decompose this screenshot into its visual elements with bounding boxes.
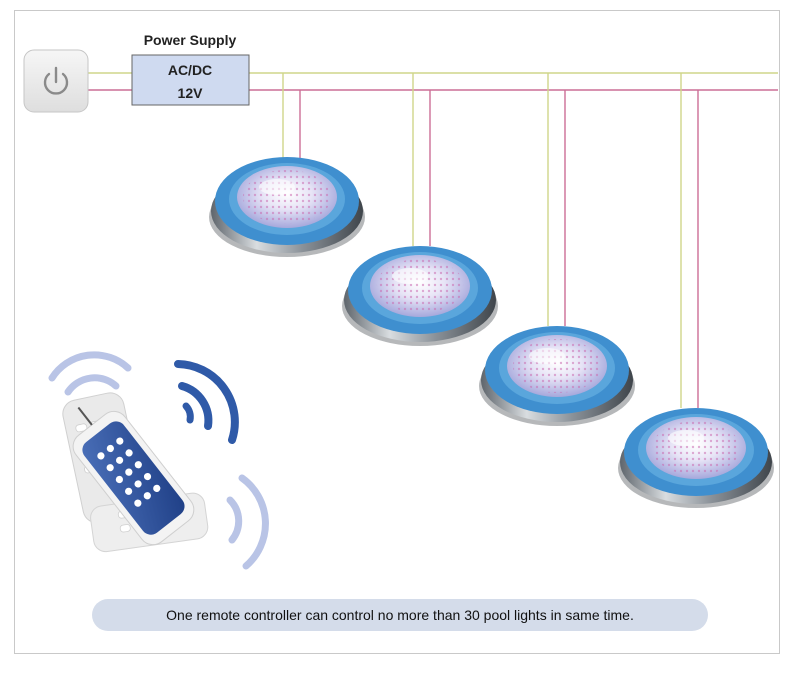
wireless-signal-icon (48, 351, 132, 396)
caption-pill: One remote controller can control no mor… (92, 599, 708, 631)
pool-lights (209, 157, 774, 508)
drop-wires (282, 73, 699, 408)
power-supply-voltage: 12V (178, 85, 204, 101)
wireless-signal-icon (174, 360, 239, 444)
pool-light-icon (618, 408, 774, 508)
power-supply-box (131, 54, 250, 106)
remote-control-icon (72, 406, 195, 546)
remote-control-group (48, 351, 269, 570)
power-icon (43, 66, 69, 95)
power-supply: Power Supply AC/DC 12V (131, 32, 250, 106)
power-switch[interactable] (23, 49, 89, 113)
power-supply-type: AC/DC (168, 62, 212, 78)
power-supply-title: Power Supply (144, 32, 237, 48)
pool-light-icon (209, 157, 365, 257)
pool-light-icon (342, 246, 498, 346)
wireless-signal-icon (226, 474, 269, 570)
caption-text: One remote controller can control no mor… (166, 607, 634, 623)
pool-light-icon (479, 326, 635, 426)
